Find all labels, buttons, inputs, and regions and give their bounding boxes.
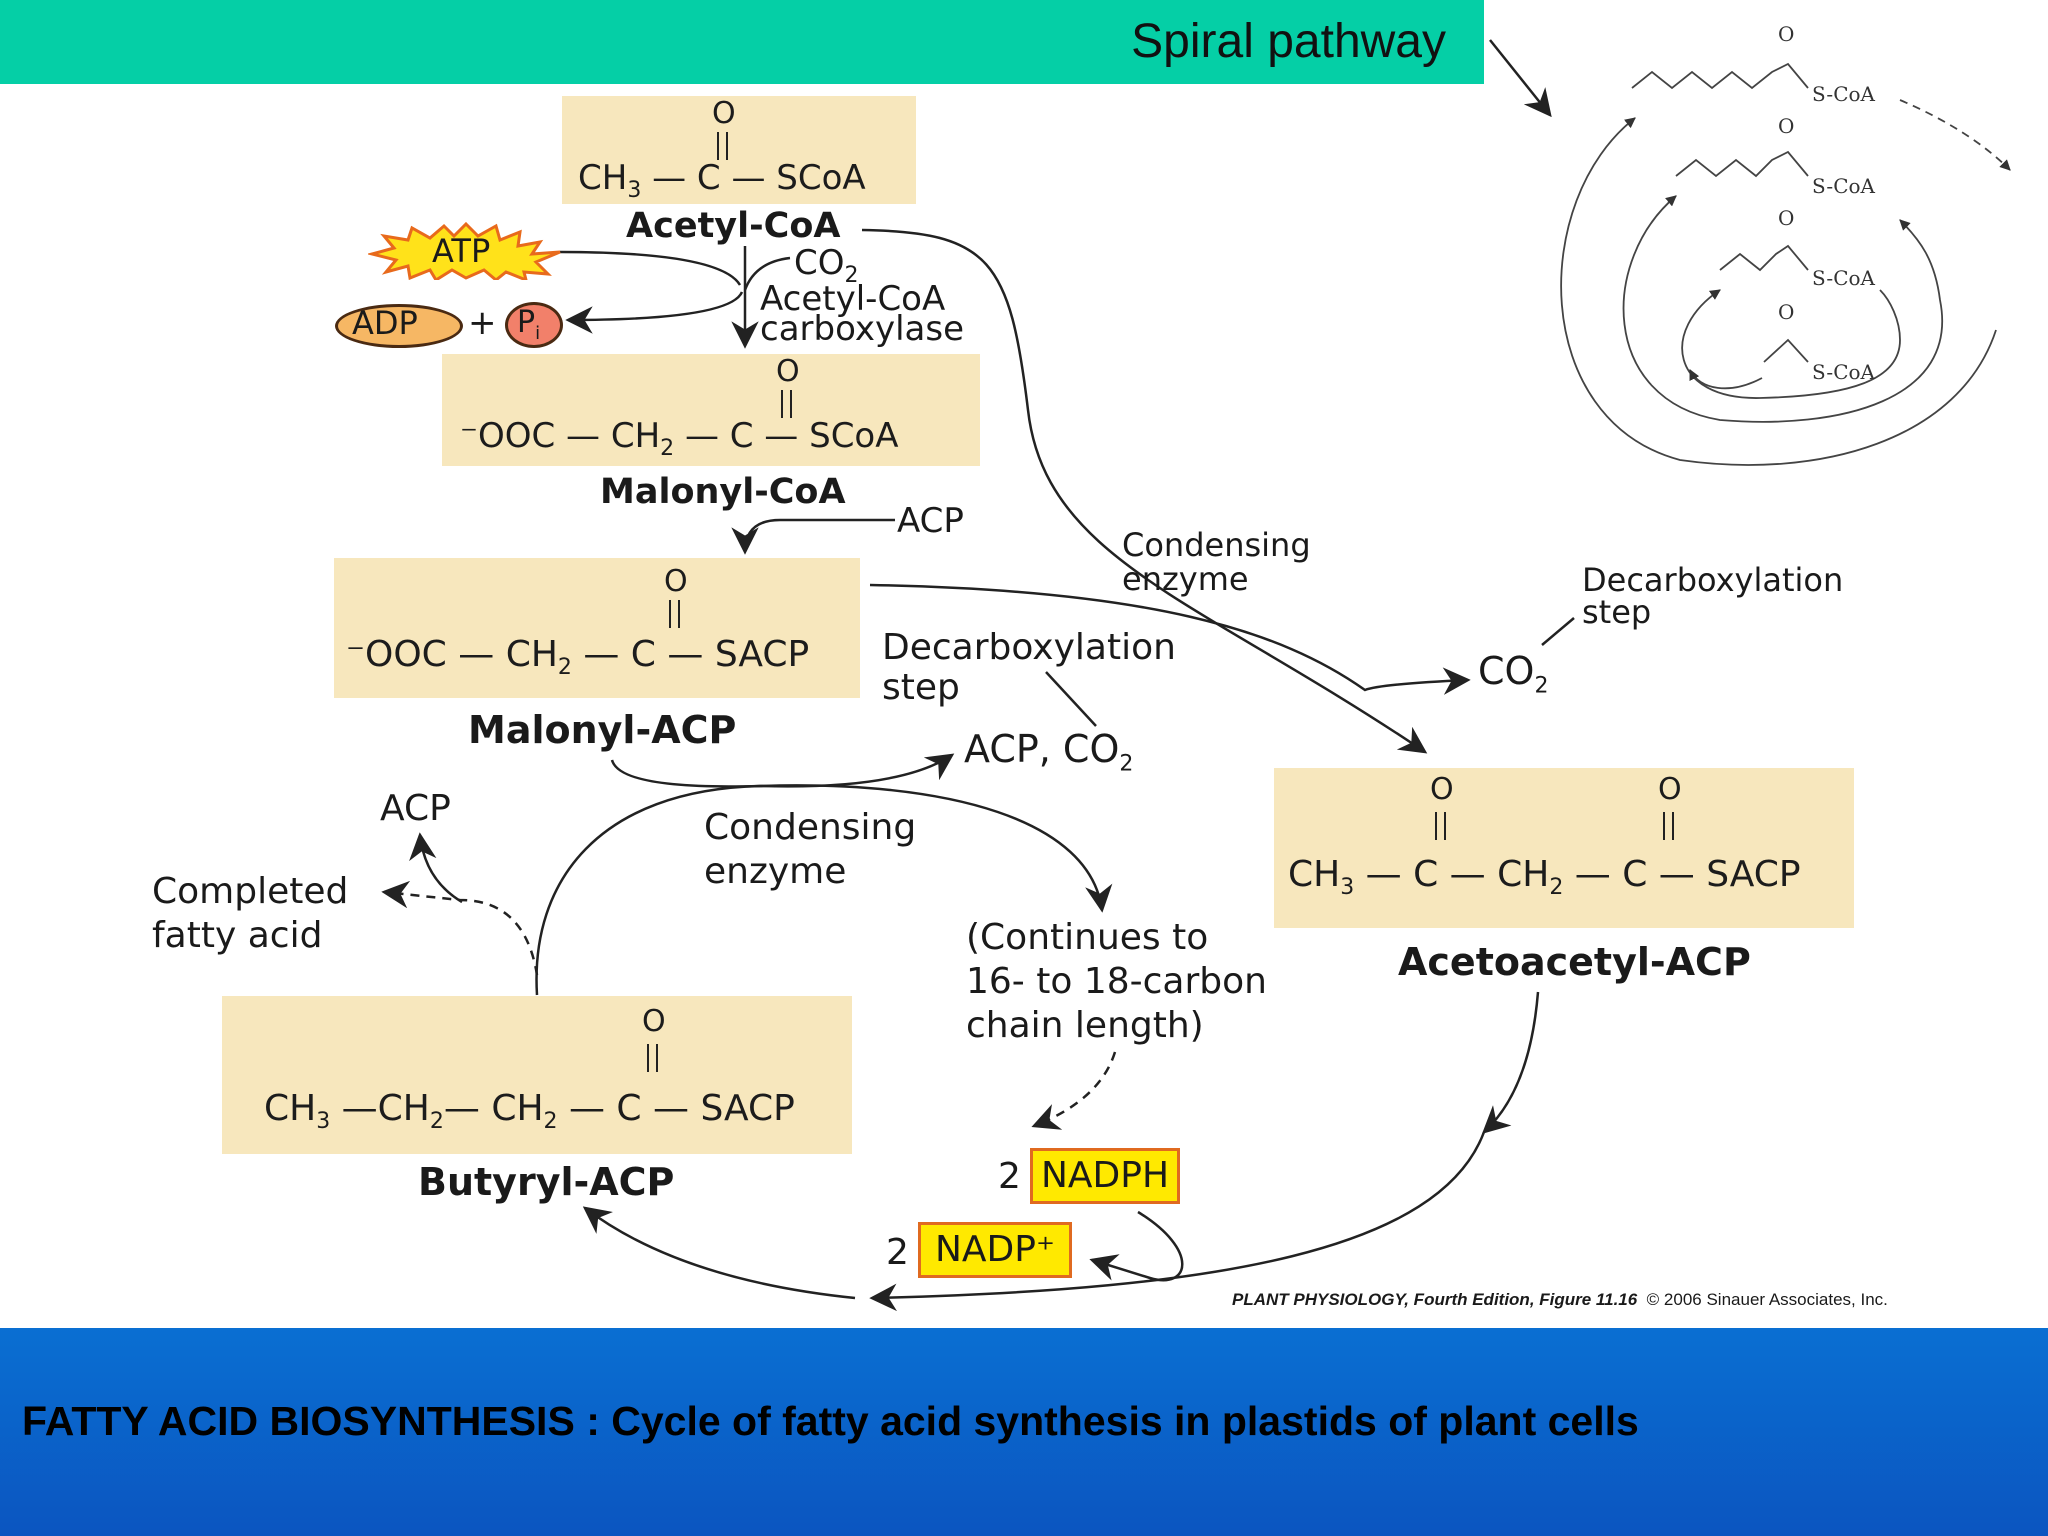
acetyl-coa-condensing-curve [861,228,1428,754]
butyryl-acp-box: O CH3 —CH2— CH2 — C — SACP [222,996,852,1154]
acetyl-coa-box: O CH3 — C — SCoA [562,96,916,204]
spiral-dashed-exit [1899,99,2011,171]
double-bond [647,1044,658,1072]
adp-oval [335,304,463,348]
butyryl-acp-name: Butyryl-ACP [418,1160,675,1204]
double-bond-2 [1663,812,1674,840]
atp-input-curve [559,250,742,286]
nadph-coefficient: 2 [998,1156,1021,1197]
spiral-carbonyl-o-2: O [1778,114,1795,138]
spiral-carbonyl-o-4: O [1778,300,1795,324]
decarboxylation-step-2-label: Decarboxylation step [1582,561,1844,631]
malonyl-coa-formula: ⁻OOC — CH2 — C — SCoA [460,416,899,461]
nadp-box: NADP⁺ [918,1222,1072,1278]
malonyl-acp-formula: ⁻OOC — CH2 — C — SACP [346,634,810,681]
adp-label: ADP [352,304,418,342]
banner-title: Spiral pathway [1131,15,1446,68]
condensing-enzyme-1-label: Condensing enzyme [1122,526,1311,598]
acetoacetyl-reduction-arrow [1481,991,1540,1134]
acetyl-coa-carboxylase-label: Acetyl-CoA carboxylase [760,279,964,349]
nadp-coefficient: 2 [886,1232,909,1273]
acetyl-coa-formula: CH3 — C — SCoA [578,158,866,203]
acetoacetyl-acp-formula: CH3 — C — CH2 — C — SACP [1288,854,1801,901]
atp-starburst [368,222,561,280]
butyryl-recycle-curve [535,784,761,996]
decarboxylation-step-1-label: Decarboxylation step [882,627,1176,708]
decarboxylation-2-pointer [1541,617,1575,646]
acetoacetyl-acp-name: Acetoacetyl-ACP [1398,940,1751,984]
condensing-enzyme-2-label: Condensing enzyme [704,807,917,892]
slide-caption: FATTY ACID BIOSYNTHESIS : Cycle of fatty… [22,1398,1639,1444]
completed-fatty-acid-arrow [381,880,539,976]
acetyl-coa-name: Acetyl-CoA [626,206,841,246]
pi-label: Pi [517,305,541,344]
malonyl-acp-condensing-curve [869,583,1471,695]
co2-right-label: CO2 [1478,649,1549,699]
spiral-ring-2 [1622,195,1943,423]
spiral-chain-2 [1675,150,1809,178]
carbonyl-o: O [776,354,800,389]
carbonyl-o: O [664,564,688,599]
acp-co2-label: ACP, CO2 [964,727,1134,777]
carbonyl-o-2: O [1658,772,1682,807]
acp-input-label: ACP [897,501,964,541]
pi-oval [505,302,563,348]
spiral-carbonyl-o-3: O [1778,206,1795,230]
co2-release-curve [743,256,791,291]
adp-output-arrow [565,291,744,334]
spiral-s-coa-4: S-CoA [1812,360,1875,384]
acp-release-arrow [409,832,463,904]
carbonyl-o: O [712,96,736,131]
bottom-return-curve [869,1131,1486,1312]
spiral-s-coa-3: S-CoA [1812,266,1875,290]
carbonyl-o: O [642,1004,666,1039]
spiral-s-coa-2: S-CoA [1812,174,1875,198]
spiral-ring-4 [1689,369,1763,390]
decarboxylation-1-pointer [1045,671,1097,727]
top-banner: Spiral pathway [0,0,1484,84]
continues-label: (Continues to 16- to 18-carbon chain len… [966,917,1267,1046]
completed-fatty-acid-label: Completed fatty acid [152,871,349,956]
continues-dashed-arrow [1031,1051,1117,1130]
acp-co2-release-arrow [610,753,955,788]
double-bond-1 [1435,812,1446,840]
banner-pointer-arrow [1489,39,1552,118]
figure-credit: PLANT PHYSIOLOGY, Fourth Edition, Figure… [1232,1290,1888,1309]
malonyl-acp-box: O ⁻OOC — CH2 — C — SACP [334,558,860,698]
co2-released-label: CO2 [794,243,859,288]
spiral-carbonyl-o-1: O [1778,22,1795,46]
acetoacetyl-acp-box: O O CH3 — C — CH2 — C — SACP [1274,768,1854,928]
malonyl-coa-box: O ⁻OOC — CH2 — C — SCoA [442,354,980,466]
spiral-chain-3 [1719,244,1809,272]
spiral-pathway-figure [1560,62,2011,466]
bottom-caption-band: FATTY ACID BIOSYNTHESIS : Cycle of fatty… [0,1328,2048,1536]
continues-arrow [759,784,1113,913]
double-bond [717,132,728,160]
malonyl-acp-name: Malonyl-ACP [468,708,737,752]
nadph-nadp-arrow [1089,1210,1184,1282]
spiral-outer-ring [1560,117,1997,466]
butyryl-acp-formula: CH3 —CH2— CH2 — C — SACP [264,1088,795,1135]
to-butyryl-arrow [582,1206,856,1300]
plus-sign: + [468,303,497,343]
spiral-chain-4 [1763,338,1809,363]
acp-release-label: ACP [380,788,451,829]
atp-label: ATP [432,232,491,270]
double-bond [781,390,792,418]
spiral-ring-3 [1681,289,1901,399]
double-bond [669,600,680,628]
carbonyl-o-1: O [1430,772,1454,807]
nadph-box: NADPH [1030,1148,1181,1204]
acp-input-arrow [731,518,895,555]
malonyl-coa-name: Malonyl-CoA [600,472,846,512]
spiral-s-coa-1: S-CoA [1812,82,1875,106]
spiral-chain-1 [1631,62,1809,90]
